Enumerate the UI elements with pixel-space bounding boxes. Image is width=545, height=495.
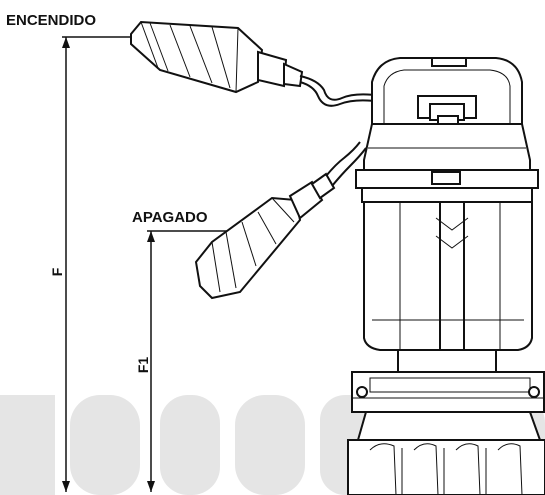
float-switch-off (194, 141, 367, 300)
dimension-f1-label: F1 (135, 357, 151, 374)
dimension-f-label: F (49, 267, 65, 276)
dimension-f (62, 36, 130, 492)
dimension-f1 (147, 230, 232, 492)
float-switch-on (130, 20, 383, 107)
label-encendido: ENCENDIDO (6, 12, 96, 29)
label-apagado: APAGADO (132, 209, 208, 226)
pump-motor (347, 57, 545, 495)
